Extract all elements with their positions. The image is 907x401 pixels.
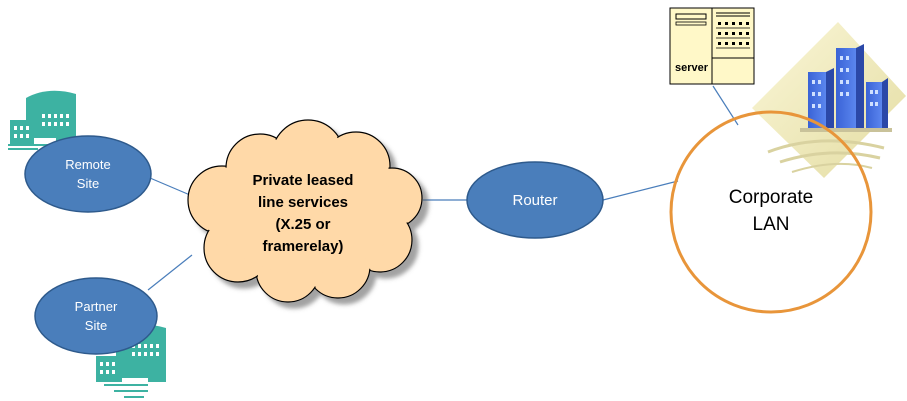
router-label: Router: [512, 191, 558, 209]
remote-site-label: Remote Site: [65, 157, 111, 191]
building-icon: [8, 90, 76, 150]
cloud-label: Private leased line services (X.25 or fr…: [252, 172, 354, 255]
server-label: server: [674, 62, 709, 74]
office-buildings-icon: [752, 22, 906, 178]
server-rack-icon: [669, 7, 755, 85]
partner-site-node: [34, 277, 158, 355]
link-router-lan: [602, 180, 679, 201]
corporate-lan-label: Corporate LAN: [728, 187, 814, 235]
link-partner-cloud: [147, 254, 193, 291]
link-remote-cloud: [149, 177, 191, 196]
partner-site-label: Partner Site: [74, 299, 118, 333]
router-node: [466, 161, 604, 239]
links: [147, 85, 739, 291]
private-leased-line-cloud: [187, 119, 423, 303]
remote-site-node: [24, 135, 152, 213]
corporate-lan-circle: [669, 110, 873, 314]
